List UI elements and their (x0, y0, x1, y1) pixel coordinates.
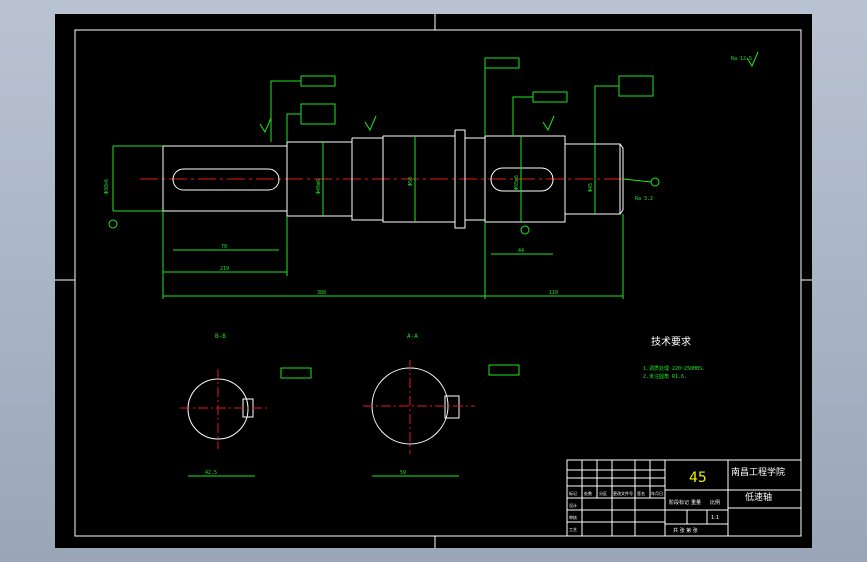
roughness-text: Ra 3.2 (635, 196, 653, 202)
dim-text-dia-a: Φ38k6 (104, 179, 110, 194)
section-a-label: A-A (407, 333, 418, 340)
tb-col-date: 年月日 (651, 490, 663, 496)
section-b-label: B-B (215, 333, 226, 340)
shaft-main-view (108, 51, 759, 299)
title-block (566, 459, 802, 537)
tech-requirements-title: 技术要求 (651, 335, 691, 348)
shoulder (454, 129, 466, 229)
dim-text-70: 70 (221, 244, 227, 250)
tb-col-doc: 更改文件号 (613, 490, 633, 496)
scale-label: 比例 (710, 499, 720, 506)
dim-text-110: 110 (549, 290, 558, 296)
leader-5 (594, 85, 619, 144)
tol-frame-1 (300, 75, 336, 87)
section-a-dim-text: 59 (400, 470, 406, 476)
leader-4 (512, 96, 533, 136)
section-b-view (180, 367, 312, 477)
keyway-left (172, 168, 280, 191)
tb-row-process: 工艺 (569, 527, 577, 532)
roughness-corner-symbol (746, 51, 759, 68)
tech-requirements-line1: 1.调质处理 220~250HBS. (643, 365, 705, 372)
datum-c-symbol (520, 225, 530, 235)
dim-text-dia-b: Φ45m6 (316, 179, 322, 194)
leader-2 (286, 113, 301, 142)
datum-b-leader (622, 178, 652, 183)
segment-6 (484, 135, 566, 223)
tech-requirements-line2: 2.未注圆角 R1.6. (643, 373, 687, 380)
tb-row-review: 审核 (569, 514, 577, 520)
roughness-symbol-2 (364, 115, 377, 132)
section-b-dim-text: 42.5 (205, 470, 217, 476)
section-b-tol-frame (280, 367, 312, 379)
tb-col-count: 处数 (584, 490, 592, 496)
tol-frame-2 (300, 103, 336, 125)
roughness-symbol-3 (542, 115, 555, 132)
roughness-corner-text: Ra 12.5 (731, 56, 752, 62)
tol-frame-5 (618, 75, 654, 97)
tb-row-mark: 标记 (569, 490, 577, 496)
keyway-right (490, 167, 554, 192)
section-a-tol-frame (488, 364, 520, 376)
tb-col-sign: 签名 (637, 490, 645, 496)
dim-text-dia-c: Φ50 (408, 177, 414, 186)
drawing-frame (74, 29, 802, 537)
weight-label: 重量 (691, 499, 701, 506)
sheet-footer: 共 张 第 张 (673, 527, 698, 534)
datum-b-symbol (650, 177, 660, 187)
shaft-drawing: 219 388 110 70 44 Φ38k6 Φ45m6 Φ50 Φ55m6 … (55, 14, 812, 548)
dim-text-388: 388 (317, 290, 326, 296)
school-name: 南昌工程学院 (731, 466, 785, 478)
tb-col-zone: 分区 (599, 490, 607, 496)
datum-a-symbol (108, 219, 118, 229)
tol-frame-3 (484, 57, 520, 69)
part-name: 低速轴 (745, 491, 772, 503)
dim-text-44: 44 (518, 248, 524, 254)
tol-frame-4 (532, 91, 568, 103)
roughness-symbol-1 (259, 117, 272, 134)
section-a-keyway (444, 395, 460, 419)
leader-1 (270, 80, 301, 142)
material-value: 45 (689, 470, 707, 486)
dim-text-219: 219 (220, 266, 229, 272)
scale-value: 1:1 (711, 515, 719, 521)
tb-row-design: 设计 (569, 502, 577, 508)
dim-text-dia-e: Φ45 (588, 183, 594, 192)
dim-text-dia-d: Φ55m6 (514, 175, 520, 190)
stage-label: 阶段标记 (669, 499, 689, 506)
chamfer-right-bottom (619, 209, 624, 215)
section-a-view (363, 360, 520, 477)
chamfer-right-top (619, 143, 624, 149)
cad-drawing-canvas[interactable]: 219 388 110 70 44 Φ38k6 Φ45m6 Φ50 Φ55m6 … (55, 14, 812, 548)
